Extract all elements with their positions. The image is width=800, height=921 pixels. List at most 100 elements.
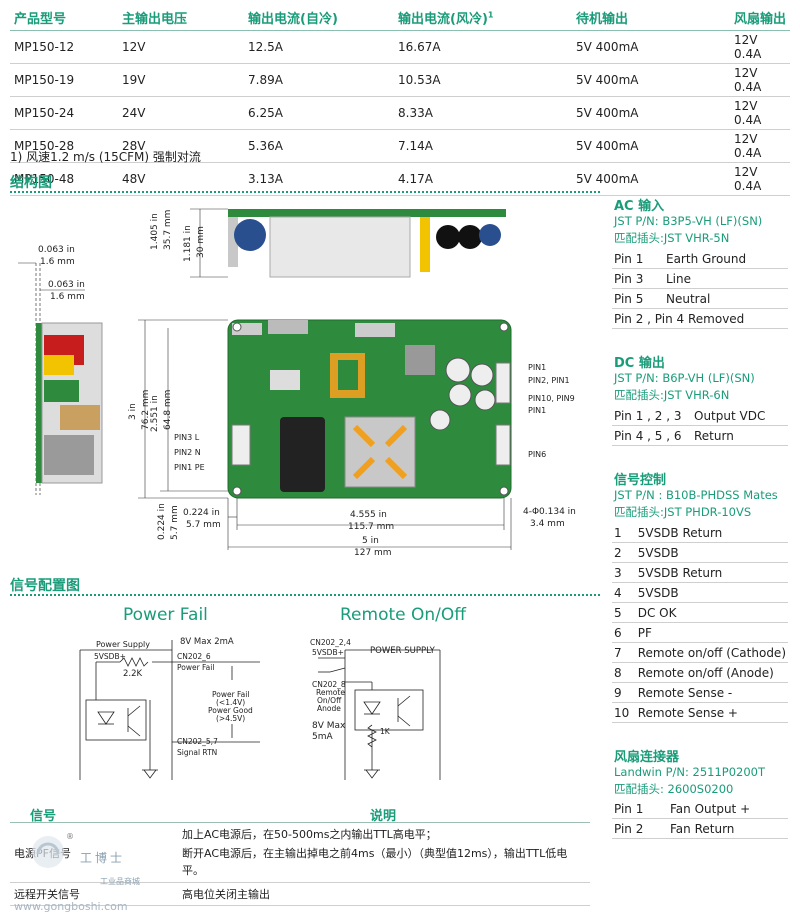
pf-title: Power Fail (123, 605, 208, 625)
pin-number: Pin 1 (612, 249, 664, 269)
ac-input-jst: JST P/N: B3P5-VH (LF)(SN) (614, 214, 763, 228)
pin-function: PF (635, 622, 788, 643)
pin-function: Output VDC (692, 406, 788, 426)
pin-label-pin2n: PIN2 N (174, 448, 201, 457)
fan-connector-landwin: Landwin P/N: 2511P0200T (614, 765, 766, 779)
spec-cell: 24V (118, 96, 244, 130)
ac-input-title: AC 输入 (614, 199, 665, 214)
signal-row2-desc: 高电位关闭主输出 (182, 888, 270, 901)
pf-vsdb: 5VSDB+ (94, 652, 126, 661)
watermark-sub: 工业品商城 (100, 877, 140, 886)
pin-number: Pin 5 (612, 288, 664, 309)
spec-cell: MP150-28 (10, 129, 118, 163)
spec-cell: MP150-12 (10, 30, 118, 64)
dc-output-jst: JST P/N: B6P-VH (LF)(SN) (614, 371, 755, 385)
pin-label-r1: PIN1 (528, 363, 547, 372)
spec-cell: 10.53A (394, 63, 572, 97)
pin-number: Pin 1 , 2 , 3 (612, 406, 692, 426)
pf-desc3: Power Good (208, 706, 253, 715)
watermark-brand: 工博士 (80, 851, 126, 865)
dim-w2-mm: 127 mm (354, 548, 392, 558)
spec-cell: 5V 400mA (572, 63, 730, 97)
pin-function: 5VSDB (635, 582, 788, 603)
structure-drawing (18, 208, 512, 550)
dim-b1-in: 0.224 in (157, 503, 167, 540)
dim-h1: 1.405 in (150, 213, 160, 250)
pin-function: DC OK (635, 602, 788, 623)
dim-h3: 1.181 in (183, 225, 193, 262)
pin-number: 7 (612, 642, 636, 663)
pin-function: Line (664, 268, 788, 289)
dim-v4: 64.8 mm (163, 389, 173, 430)
pin-function: Remote Sense + (635, 702, 788, 723)
spec-header-fan: 风扇输出 (730, 6, 790, 31)
spec-cell: 8.33A (394, 96, 572, 130)
spec-cell: 5V 400mA (572, 30, 730, 64)
pf-power-supply: Power Supply (96, 640, 150, 649)
dim-l1-in: 0.224 in (183, 508, 220, 518)
ro-power-supply: POWER SUPPLY (370, 646, 435, 656)
pin-function: Neutral (664, 288, 788, 309)
signal-table-col1: 信号 (30, 809, 57, 824)
signal-table-col2: 说明 (370, 809, 397, 824)
signal-config-rule (10, 594, 600, 596)
dim-d1-in: 0.063 in (38, 245, 75, 255)
spec-cell: 5V 400mA (572, 129, 730, 163)
ro-title: Remote On/Off (340, 605, 466, 625)
spec-cell: 12V 0.4A (730, 129, 790, 163)
spec-header-standby: 待机输出 (572, 6, 730, 31)
dim-hole-mm: 3.4 mm (530, 519, 565, 529)
pin-function: 5VSDB Return (635, 562, 788, 583)
watermark-logo-icon (32, 836, 64, 868)
pin-number: 4 (612, 582, 636, 603)
pin-number: 8 (612, 662, 636, 683)
pin-function: Fan Return (668, 818, 788, 839)
spec-header-current-fan: 输出电流(风冷)1 (394, 6, 572, 31)
spec-cell: 5.36A (244, 129, 394, 163)
pin-number: 10 (612, 702, 636, 723)
spec-cell: 5V 400mA (572, 96, 730, 130)
pin-label-r4: PIN1 (528, 406, 547, 415)
spec-cell: 12V 0.4A (730, 162, 790, 196)
spec-cell: 48V (118, 162, 244, 196)
dim-v3: 2.551 in (150, 395, 160, 432)
pin-function: 5VSDB Return (635, 523, 788, 543)
signal-row2-name: 远程开关信号 (14, 888, 80, 901)
spec-header-current-self: 输出电流(自冷) (244, 6, 394, 31)
ro-onoff: On/Off (317, 696, 342, 705)
spec-cell: 16.67A (394, 30, 572, 64)
spec-cell: 12V 0.4A (730, 30, 790, 64)
spec-header-sup: 1 (487, 10, 494, 20)
pf-desc4: (>4.5V) (216, 714, 246, 723)
spec-cell: MP150-24 (10, 96, 118, 130)
signal-row1-line3: 平。 (182, 864, 204, 877)
spec-cell: MP150-19 (10, 63, 118, 97)
pf-desc1: Power Fail (212, 690, 250, 699)
spec-cell: 12V (118, 30, 244, 64)
pf-circuit (79, 640, 260, 780)
pin-number: 6 (612, 622, 636, 643)
dim-w2-in: 5 in (362, 536, 379, 546)
main-pcb (227, 319, 512, 499)
pin-label-r2: PIN2, PIN1 (528, 376, 570, 385)
structure-title: 结构图 (10, 175, 52, 191)
pf-cn6: CN202_6 (177, 652, 211, 661)
ac-pin-row: Pin 2 , Pin 4 Removed (612, 308, 788, 329)
pin-number: Pin 2 (612, 818, 668, 839)
watermark-reg: ® (66, 832, 74, 841)
pin-function: Remote on/off (Cathode) (635, 642, 788, 663)
pin-number: 1 (612, 523, 636, 543)
dim-hole-in: 4-Φ0.134 in (523, 507, 576, 517)
ro-vsdb: 5VSDB+ (312, 648, 344, 657)
